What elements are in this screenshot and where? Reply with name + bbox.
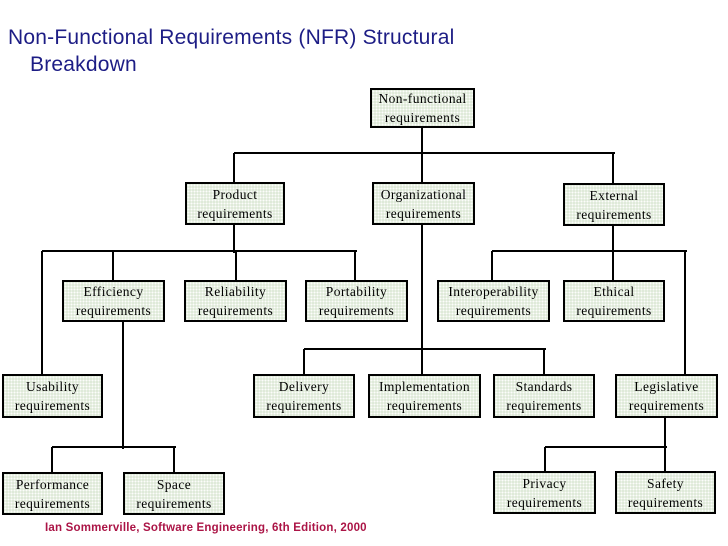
connector-line bbox=[354, 251, 356, 280]
connector-line bbox=[421, 349, 423, 374]
node-reliability-requirements: Reliability requirements bbox=[184, 280, 293, 330]
node-external-requirements: External requirements bbox=[563, 183, 671, 234]
node-standards-requirements: Standards requirements bbox=[493, 374, 601, 426]
connector-line bbox=[612, 251, 614, 280]
connector-line bbox=[235, 251, 237, 280]
node-efficiency-requirements: Efficiency requirements bbox=[62, 280, 171, 330]
connector-line bbox=[233, 153, 235, 182]
connector-line bbox=[112, 251, 114, 280]
connector-line bbox=[52, 446, 176, 448]
node-interoperability-requirements: Interoperability requirements bbox=[437, 280, 556, 330]
connector-line bbox=[664, 447, 666, 471]
node-privacy-requirements: Privacy requirements bbox=[493, 471, 602, 522]
connector-line bbox=[233, 225, 235, 253]
connector-line bbox=[303, 349, 305, 374]
node-implementation-requirements: Implementation requirements bbox=[368, 374, 487, 426]
connector-line bbox=[543, 349, 545, 374]
connector-line bbox=[491, 251, 493, 280]
connector-line bbox=[421, 153, 423, 182]
node-portability-requirements: Portability requirements bbox=[305, 280, 414, 330]
connector-line bbox=[612, 153, 614, 183]
source-citation: Ian Sommerville, Software Engineering, 6… bbox=[45, 522, 367, 534]
connector-line bbox=[664, 417, 666, 449]
node-legislative-requirements: Legislative requirements bbox=[615, 374, 724, 426]
node-usability-requirements: Usability requirements bbox=[2, 374, 109, 426]
node-safety-requirements: Safety requirements bbox=[615, 471, 722, 522]
connector-line bbox=[234, 152, 615, 154]
connector-line bbox=[42, 250, 357, 252]
slide-title: Non-Functional Requirements (NFR) Struct… bbox=[8, 26, 455, 76]
node-organizational-requirements: Organizational requirements bbox=[372, 182, 481, 233]
connector-line bbox=[122, 322, 124, 449]
node-performance-requirements: Performance requirements bbox=[2, 472, 109, 523]
connector-line bbox=[304, 348, 546, 350]
connector-line bbox=[421, 128, 423, 155]
connector-line bbox=[544, 447, 546, 471]
connector-line bbox=[173, 447, 175, 472]
node-space-requirements: Space requirements bbox=[123, 472, 231, 523]
connector-line bbox=[41, 251, 43, 374]
connector-line bbox=[684, 251, 686, 374]
node-ethical-requirements: Ethical requirements bbox=[563, 280, 671, 330]
connector-line bbox=[51, 447, 53, 472]
connector-line bbox=[545, 446, 667, 448]
node-product-requirements: Product requirements bbox=[185, 182, 291, 233]
node-nonfunctional-requirements: Non-functional requirements bbox=[370, 88, 481, 136]
node-delivery-requirements: Delivery requirements bbox=[253, 374, 361, 426]
connector-line bbox=[612, 226, 614, 253]
connector-line bbox=[492, 250, 687, 252]
connector-line bbox=[421, 225, 423, 351]
